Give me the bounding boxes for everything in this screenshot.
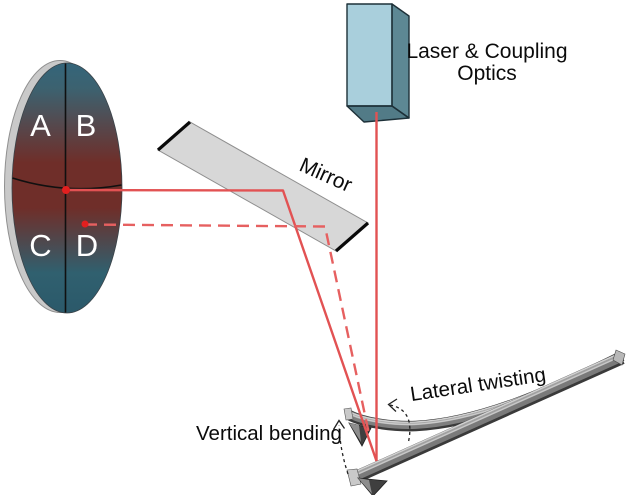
straight-beam-right-end-face [612, 349, 626, 366]
laser-box-label-line1: Laser & Coupling [406, 40, 567, 63]
laser-box-side-face [392, 4, 409, 118]
vertical-bending-arrow [338, 424, 349, 475]
straight-tip-highlight [358, 478, 372, 494]
twisted-tip-highlight [349, 423, 361, 442]
laser-box-front-face [347, 4, 392, 106]
straight-beam-top-face [351, 352, 622, 477]
laser-spot-deflected [81, 220, 89, 228]
lateral-twisting-arrowhead [387, 398, 398, 412]
quadrant-label-d: D [76, 228, 98, 263]
laser-beams [62, 112, 378, 462]
laser-box-label-line2: Optics [457, 62, 517, 85]
quadrant-label-a: A [30, 108, 51, 143]
vertical-bending-label: Vertical bending [196, 422, 342, 445]
vertical-bending-arrowhead [332, 419, 346, 430]
straight-beam-end-face [346, 468, 362, 487]
photodetector: A B C D [4, 60, 123, 314]
quadrant-label-b: B [76, 108, 97, 143]
straight-beam-front-face [351, 352, 624, 482]
straight-beam-top-highlight [351, 352, 621, 474]
quadrant-label-c: C [29, 228, 51, 263]
laser-box-front-outline [346, 3, 393, 107]
beam-reflected-dashed [84, 223, 371, 435]
mirror-edge-left [156, 120, 192, 152]
laser-box-bottom-face [347, 106, 409, 122]
mirror: Mirror [156, 120, 370, 253]
straight-beam-mid-highlight [352, 355, 622, 477]
motion-arrows [332, 398, 411, 475]
beam-reflected-solid [65, 188, 378, 462]
laser-box: Laser & Coupling Optics [346, 3, 568, 123]
twisted-beam-end-face [343, 407, 354, 421]
lateral-twisting-arrow [389, 404, 411, 445]
mirror-edge-right [334, 221, 370, 253]
laser-spot-center [62, 186, 70, 194]
cantilever-straight-beam [346, 349, 626, 495]
